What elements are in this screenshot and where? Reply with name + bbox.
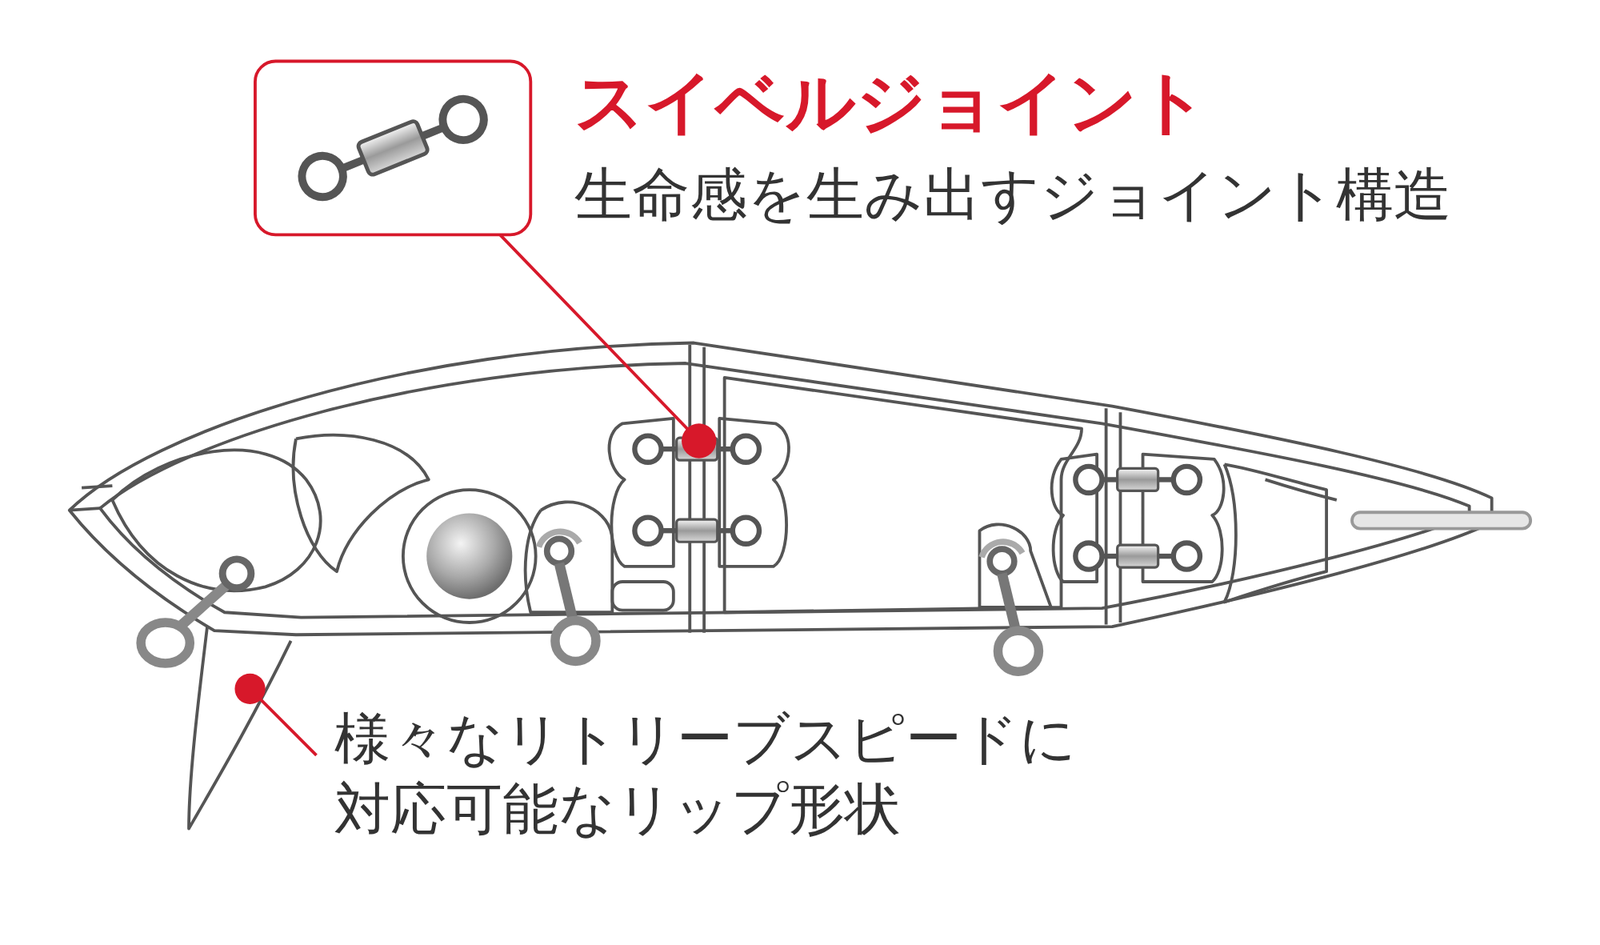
callout-text: 様々なリトリーブスピードに 対応可能なリップ形状 bbox=[334, 704, 1103, 844]
callout-text: 生命感を生み出すジョイント構造 bbox=[574, 160, 1452, 229]
callout-heading: スイベルジョイント bbox=[574, 62, 1208, 142]
